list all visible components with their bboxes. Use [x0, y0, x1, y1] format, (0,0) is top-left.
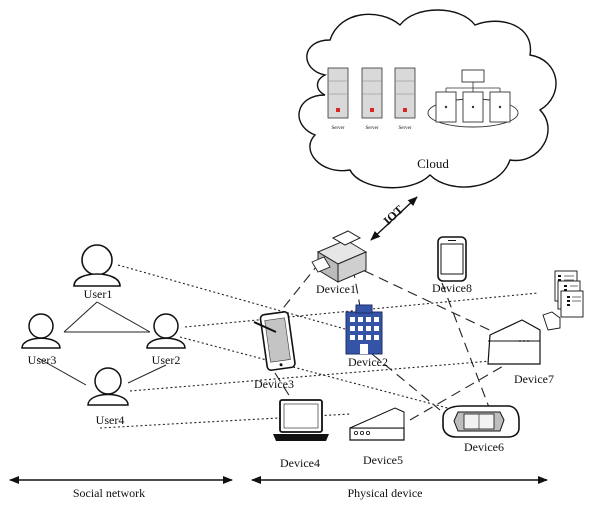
cloud-label: Cloud	[417, 156, 449, 171]
server-icon	[327, 67, 349, 119]
server-icon	[394, 67, 416, 119]
user1-label: User1	[84, 287, 113, 301]
server-label: Server	[365, 126, 378, 131]
device2-label: Device2	[348, 355, 388, 369]
smartphone-icon	[437, 236, 467, 282]
printer-icon	[311, 230, 368, 283]
user4-label: User4	[96, 413, 125, 427]
social-edges	[37, 301, 167, 386]
physical-device-label: Physical device	[348, 486, 423, 500]
device4-label: Device4	[280, 456, 320, 470]
user2-icon	[146, 313, 186, 349]
user4-icon	[87, 367, 129, 406]
device8-label: Device8	[432, 281, 472, 295]
iot-label: IOT	[380, 202, 406, 227]
user3-label: User3	[28, 353, 57, 367]
server-cluster-icon	[427, 69, 519, 128]
building-icon	[345, 304, 383, 355]
server-label: Server	[398, 126, 411, 131]
device7-label: Device7	[514, 372, 554, 386]
tablet-icon	[253, 311, 296, 371]
fax-icon	[487, 319, 541, 365]
device1-label: Device1	[316, 282, 356, 296]
cloud-shape	[298, 9, 557, 189]
scanner-icon	[349, 407, 405, 441]
device3-label: Device3	[254, 377, 294, 391]
server-icon	[361, 67, 383, 119]
laptop-icon	[273, 399, 329, 441]
documents-icon	[542, 270, 584, 331]
social-network-label: Social network	[73, 486, 145, 500]
device5-label: Device5	[363, 453, 403, 467]
user2-label: User2	[152, 353, 181, 367]
device6-label: Device6	[464, 440, 504, 454]
car-icon	[442, 405, 520, 438]
server-label: Server	[331, 126, 344, 131]
user1-icon	[73, 244, 121, 287]
user3-icon	[21, 313, 61, 349]
iot-link-arrow	[370, 196, 418, 241]
cloud: Server Server Server Cloud	[298, 9, 557, 189]
